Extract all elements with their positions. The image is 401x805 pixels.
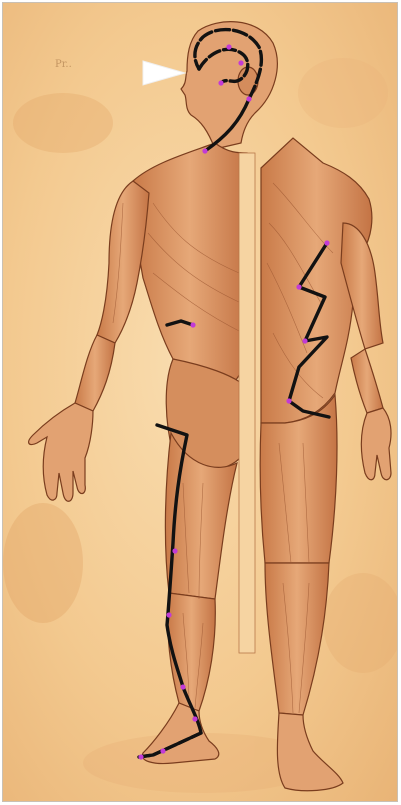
acupoint <box>138 754 143 759</box>
acupoint <box>166 612 171 617</box>
acupoint <box>190 322 195 327</box>
acupoint <box>172 548 177 553</box>
acupoint <box>218 80 223 85</box>
acupoint <box>238 60 243 65</box>
acupoint <box>296 284 301 289</box>
anatomy-illustration: Pr.. <box>3 3 398 802</box>
acupoint <box>202 148 207 153</box>
acupoint <box>180 684 185 689</box>
acupoint <box>160 748 165 753</box>
acupoint <box>246 96 251 101</box>
acupoint <box>192 716 197 721</box>
acupoint <box>324 240 329 245</box>
acupoint <box>286 398 291 403</box>
watermark-text: Pr.. <box>55 59 72 70</box>
acupoint <box>302 338 307 343</box>
acupoint <box>226 44 231 49</box>
center-divider <box>239 153 255 653</box>
